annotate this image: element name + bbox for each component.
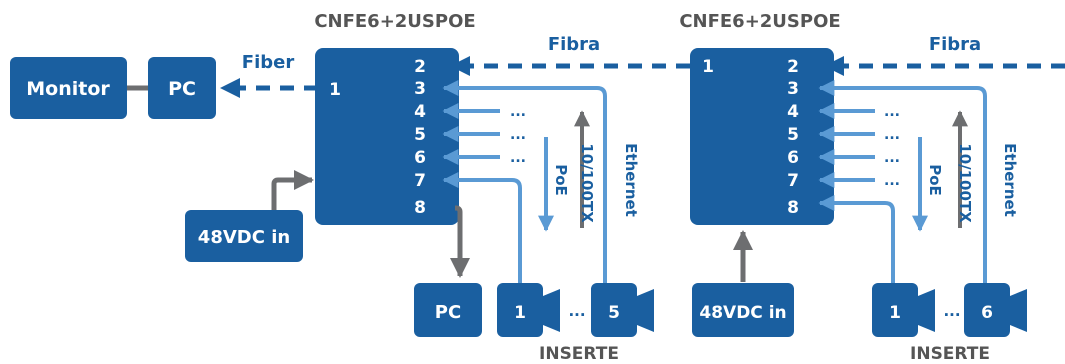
camera-5-left: 5 xyxy=(591,283,654,337)
ellipsis-4-right: ... xyxy=(884,104,900,120)
ellipsis-5-right: ... xyxy=(884,127,900,143)
camera-6-right: 6 xyxy=(964,283,1027,337)
ellipsis-6-right: ... xyxy=(884,150,900,166)
port-2-right: 2 xyxy=(787,57,799,77)
ellipsis-4-left: ... xyxy=(510,104,526,120)
camera-body xyxy=(497,283,543,337)
camera-route-left xyxy=(442,172,522,284)
psu-label-left: 48VDC in xyxy=(198,227,290,248)
port-6-right: 6 xyxy=(787,148,799,168)
camera-lens xyxy=(1010,289,1027,332)
camera-1-left: 1 xyxy=(497,283,560,337)
port-8-right: 8 xyxy=(787,198,799,218)
pc-bottom-box xyxy=(414,283,482,337)
port-3-left: 3 xyxy=(414,79,426,99)
pc-top-label: PC xyxy=(168,78,196,100)
port-5-left: 5 xyxy=(414,125,426,145)
fiber-label: Fiber xyxy=(242,52,295,73)
camera-lens xyxy=(637,289,654,332)
inserte-label-left: INSERTE xyxy=(539,344,619,364)
fiber-port-left: 1 xyxy=(329,80,341,100)
poe-label-right: PoE xyxy=(926,164,944,196)
ethernet-route-right xyxy=(875,86,987,284)
port8-pc-arrow xyxy=(450,205,470,278)
switch-box-left xyxy=(315,48,459,225)
camera-ellipsis-left: ... xyxy=(568,302,585,320)
psu-label-right: 48VDC in xyxy=(699,303,786,323)
monitor-box xyxy=(10,57,127,119)
camera-lens xyxy=(918,289,935,332)
poe-label-left: PoE xyxy=(552,164,570,196)
port-3-right: 3 xyxy=(787,79,799,99)
ellipsis-7-right: ... xyxy=(884,173,900,189)
inserte-label-right: INSERTE xyxy=(910,344,990,364)
psu-box-right xyxy=(692,283,794,337)
port-7-right: 7 xyxy=(787,171,799,191)
port-8-left: 8 xyxy=(414,198,426,218)
camera-route-right xyxy=(818,195,895,284)
switch-title-left: CNFE6+2USPOE xyxy=(314,11,475,32)
camera-body xyxy=(872,283,918,337)
ethernet-label-left: Ethernet xyxy=(622,143,640,217)
port-4-left: 4 xyxy=(414,102,426,122)
fibra-label-right: Fibra xyxy=(929,34,981,55)
port-7-left: 7 xyxy=(414,171,426,191)
monitor-label: Monitor xyxy=(26,78,110,100)
camera-number: 1 xyxy=(889,303,901,323)
camera-body xyxy=(964,283,1010,337)
ellipsis-6-left: ... xyxy=(510,150,526,166)
camera-body xyxy=(591,283,637,337)
ethernet-label-right: Ethernet xyxy=(1001,143,1019,217)
fibra-label-left: Fibra xyxy=(548,34,600,55)
switch-title-right: CNFE6+2USPOE xyxy=(679,11,840,32)
ethernet-route-left xyxy=(500,86,607,284)
camera-lens xyxy=(543,289,560,332)
fiber-port-right: 1 xyxy=(702,57,714,77)
camera-ellipsis-right: ... xyxy=(943,302,960,320)
switch-box-right xyxy=(690,48,834,225)
camera-number: 5 xyxy=(608,303,620,323)
pc-top-box xyxy=(148,57,216,119)
port-5-right: 5 xyxy=(787,125,799,145)
camera-number: 1 xyxy=(514,303,526,323)
camera-number: 6 xyxy=(981,303,993,323)
speed-label-right: 10/100TX xyxy=(956,143,974,223)
port-4-right: 4 xyxy=(787,102,799,122)
psu-arrow-left xyxy=(271,170,314,212)
ellipsis-5-left: ... xyxy=(510,127,526,143)
port-2-left: 2 xyxy=(414,57,426,77)
camera-1-right: 1 xyxy=(872,283,935,337)
psu-box-left xyxy=(185,210,303,262)
pc-bottom-label: PC xyxy=(435,302,461,323)
speed-label-left: 10/100TX xyxy=(578,143,596,223)
port-6-left: 6 xyxy=(414,148,426,168)
